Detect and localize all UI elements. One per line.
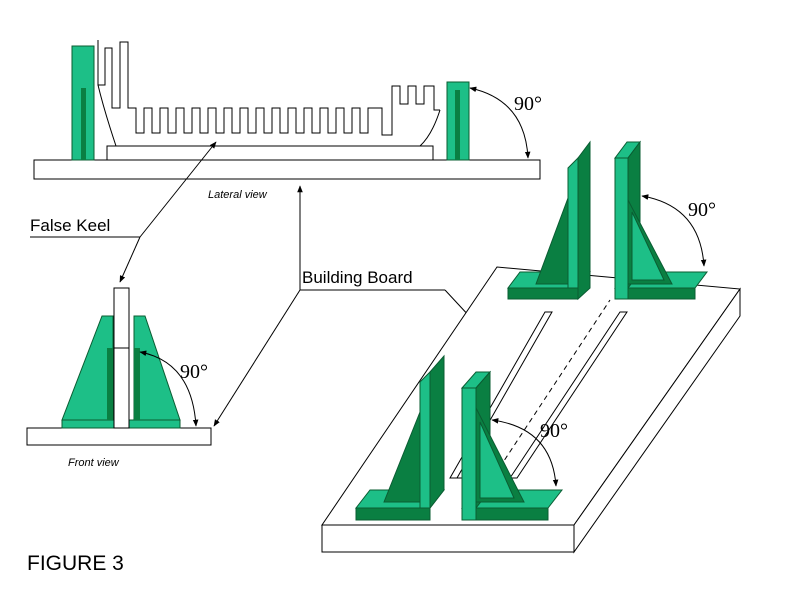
iso-top-angle-label: 90°	[688, 199, 716, 221]
front-right-gusset	[134, 348, 140, 420]
false-keel-leader-up	[139, 141, 217, 238]
front-building-board	[26, 427, 212, 446]
front-angle-label: 90°	[180, 361, 208, 383]
isometric-view-diagram: 90° 90°	[321, 140, 741, 554]
lateral-angle-label: 90°	[514, 93, 542, 115]
lateral-frame-outline	[97, 40, 440, 136]
lateral-view-label: Lateral view	[208, 189, 268, 201]
iso-bottom-angle-arc	[491, 418, 559, 487]
building-board-label: Building Board	[302, 268, 413, 287]
false-keel-leader-down	[119, 236, 141, 283]
iso-rail-left	[449, 311, 553, 479]
front-left-gusset	[107, 348, 113, 420]
lateral-frame-curve-left	[97, 84, 117, 147]
board-leader-front	[213, 289, 301, 427]
lateral-building-board	[33, 159, 541, 180]
lateral-false-keel	[106, 145, 434, 161]
callouts: False Keel Building Board	[30, 141, 485, 427]
iso-board-front	[321, 524, 575, 553]
iso-top-angle-arc	[641, 194, 707, 267]
lateral-frame-curve-right	[419, 109, 441, 147]
lateral-angle-arc	[469, 86, 531, 159]
figure-caption: FIGURE 3	[27, 552, 124, 575]
iso-board-side	[573, 287, 741, 554]
front-angle-arc	[139, 350, 199, 427]
front-false-keel	[113, 287, 130, 429]
iso-centerline	[464, 299, 611, 521]
lateral-view-diagram: 90° Lateral view	[33, 40, 542, 201]
front-view-diagram: 90° Front view	[26, 287, 212, 469]
lateral-left-jig-slot	[81, 88, 86, 160]
front-left-jig	[61, 315, 114, 421]
false-keel-label: False Keel	[30, 216, 110, 235]
iso-bottom-angle-label: 90°	[540, 420, 568, 442]
front-view-label: Front view	[68, 457, 120, 469]
lateral-right-jig-slot	[455, 90, 460, 160]
